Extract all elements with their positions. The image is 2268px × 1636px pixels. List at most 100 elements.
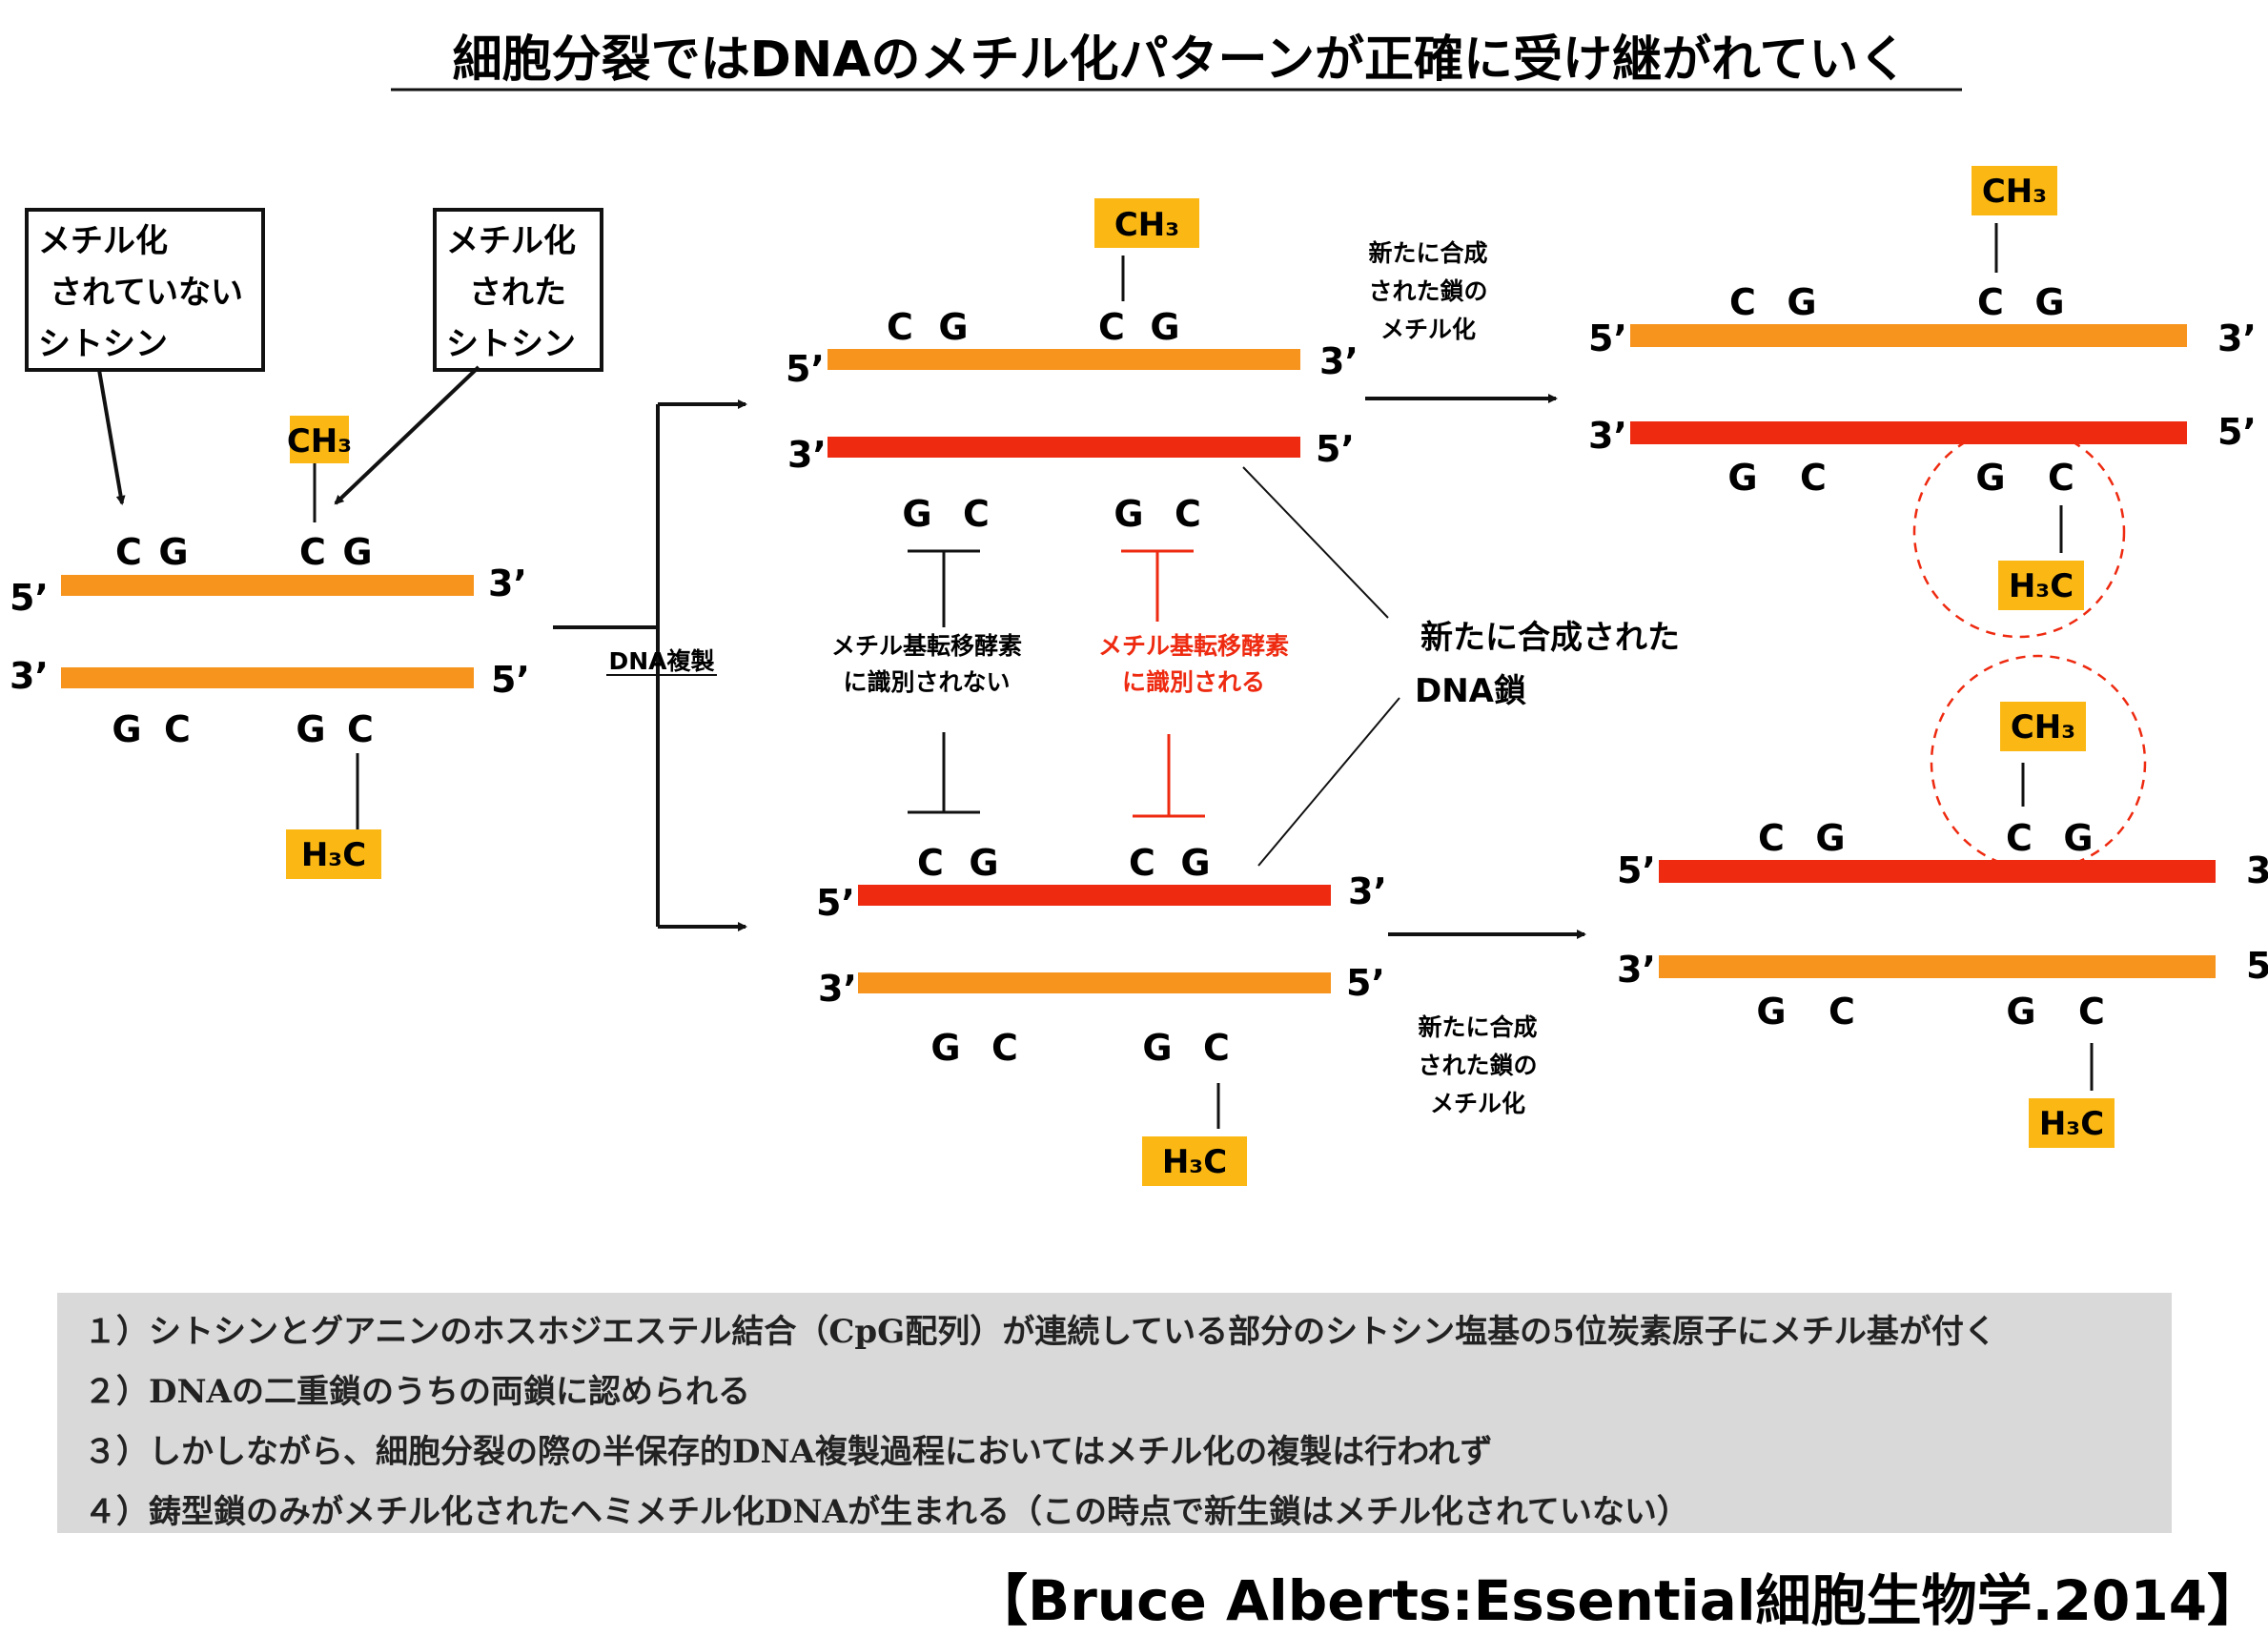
parent-strand-bottom: [61, 667, 474, 688]
base-g: G: [902, 493, 931, 535]
base-g: G: [2034, 281, 2064, 323]
base-c: C: [299, 531, 326, 573]
base-c: C: [887, 306, 913, 348]
end-3-prime: 3’: [787, 434, 827, 476]
base-c: C: [164, 708, 191, 750]
base-g: G: [112, 708, 141, 750]
ch3-label: CH₃: [1114, 206, 1179, 244]
base-g: G: [930, 1027, 960, 1069]
unmethylated-pointer-arrow: [97, 369, 126, 505]
unmethylated-label-line2: されていない: [50, 274, 243, 312]
base-g: G: [1975, 457, 2005, 499]
base-g: G: [158, 531, 188, 573]
end-3-prime: 3’: [1319, 340, 1359, 382]
new-strand-label-line1: 新たに合成された: [1420, 619, 1680, 657]
base-c: C: [917, 842, 944, 884]
new-strand: [1630, 421, 2187, 444]
note-item: ４）鋳型鎖のみがメチル化されたヘミメチル化DNAが生まれる（この時点で新生鎖はメ…: [84, 1493, 1689, 1531]
base-c: C: [1829, 991, 1855, 1033]
base-g: G: [1180, 842, 1210, 884]
base-c: C: [1175, 493, 1201, 535]
not-recognized-indicator: メチル基転移酵素 に識別されない: [831, 549, 1022, 814]
end-5-prime: 5’: [2217, 411, 2257, 453]
methyl-box: [2000, 702, 2086, 751]
unmethylated-cytosine-label: メチル化 されていない シトシン: [25, 208, 265, 372]
new-methylation-circle: [1930, 654, 2147, 871]
new-methylation-circle: [1912, 425, 2126, 639]
methylation-step-line1: 新たに合成: [1418, 1013, 1537, 1041]
methyl-box: [290, 416, 349, 463]
template-strand: [1630, 324, 2187, 347]
base-g: G: [1114, 493, 1143, 535]
methylated-cytosine-label: メチル化 された シトシン: [433, 208, 603, 372]
new-strand: [1659, 860, 2216, 883]
recognized-indicator: メチル基転移酵素 に識別される: [1098, 549, 1289, 818]
methylation-step-line2: された鎖の: [1418, 1052, 1537, 1079]
base-c: C: [2048, 457, 2074, 499]
replication-fork: DNA複製: [553, 399, 747, 931]
end-3-prime: 3’: [1588, 415, 1627, 457]
methylated-dna-bottom: CH₃ C G C G 5’ 3’ 3’ 5’ G C G C H₃C: [1617, 654, 2268, 1148]
end-5-prime: 5’: [786, 348, 825, 390]
note-item: １）シトシンとグアニンのホスホジエステル結合（CpG配列）が連続している部分のシ…: [84, 1313, 1996, 1351]
note-item: ３）しかしながら、細胞分裂の際の半保存的DNA複製過程においてはメチル化の複製は…: [84, 1433, 1493, 1471]
methylated-label-line3: シトシン: [446, 325, 576, 363]
end-5-prime: 5’: [816, 882, 855, 924]
methylation-step-line2: された鎖の: [1368, 277, 1487, 305]
base-g: G: [1150, 306, 1179, 348]
h3c-label: H₃C: [2039, 1105, 2104, 1143]
base-c: C: [2078, 991, 2105, 1033]
base-g: G: [938, 306, 968, 348]
methylated-dna-top: CH₃ C G C G 5’ 3’ 3’ 5’ G C G C H₃C: [1588, 166, 2257, 639]
daughter-dna-top: CH₃ C G C G 5’ 3’ 3’ 5’ G C G C: [786, 198, 1359, 535]
methylation-step-line3: メチル化: [1380, 316, 1476, 343]
methylated-label-line1: メチル化: [446, 222, 576, 260]
end-3-prime: 3’: [10, 655, 49, 697]
end-3-prime: 3’: [818, 968, 857, 1010]
base-c: C: [1758, 817, 1785, 859]
base-g: G: [969, 842, 998, 884]
unmethylated-label-line1: メチル化: [38, 222, 168, 260]
end-5-prime: 5’: [10, 577, 49, 619]
dna-replication-label: DNA複製: [608, 647, 714, 675]
base-c: C: [1729, 281, 1756, 323]
methylation-step-line1: 新たに合成: [1368, 239, 1487, 267]
base-g: G: [1815, 817, 1845, 859]
base-c: C: [1203, 1027, 1230, 1069]
base-c: C: [347, 708, 374, 750]
end-5-prime: 5’: [1617, 849, 1656, 891]
template-strand: [828, 349, 1300, 370]
ch3-label: CH₃: [1982, 173, 2047, 211]
methylated-label-line2: された: [469, 274, 566, 312]
end-3-prime: 3’: [488, 562, 527, 604]
methyl-box: [2029, 1098, 2115, 1148]
base-c: C: [1800, 457, 1827, 499]
methylation-step-bottom: 新たに合成 された鎖の メチル化: [1388, 930, 1586, 1117]
methyl-box: [1094, 198, 1199, 248]
new-strand-label-line2: DNA鎖: [1415, 672, 1526, 710]
methyl-box: [1972, 166, 2057, 215]
end-3-prime: 3’: [1617, 949, 1656, 991]
base-c: C: [2006, 817, 2033, 859]
base-c: C: [1129, 842, 1155, 884]
end-3-prime: 3’: [2217, 317, 2257, 359]
base-g: G: [1727, 457, 1757, 499]
parent-strand-top: [61, 575, 474, 596]
new-strand: [858, 885, 1331, 906]
h3c-label: H₃C: [2009, 567, 2074, 605]
notes-box: １）シトシンとグアニンのホスホジエステル結合（CpG配列）が連続している部分のシ…: [57, 1293, 2172, 1533]
end-5-prime: 5’: [1588, 317, 1627, 359]
end-3-prime: 3’: [1348, 870, 1387, 912]
base-g: G: [1787, 281, 1816, 323]
new-strand: [828, 437, 1300, 458]
ch3-label: CH₃: [2011, 708, 2075, 746]
parent-dna: CH₃ C G C G 5’ 3’ 3’ 5’ G C G C H₃C: [10, 416, 530, 879]
h3c-label: H₃C: [1162, 1143, 1227, 1181]
daughter-dna-bottom: C G C G 5’ 3’ 3’ 5’ G C G C H₃C: [816, 842, 1387, 1186]
base-c: C: [115, 531, 142, 573]
methylation-step-top: 新たに合成 された鎖の メチル化: [1365, 239, 1558, 403]
not-recognized-line2: に識別されない: [843, 668, 1010, 696]
end-5-prime: 5’: [1346, 962, 1385, 1004]
methylation-step-line3: メチル化: [1430, 1090, 1525, 1117]
end-3-prime: 3’: [2246, 849, 2268, 891]
